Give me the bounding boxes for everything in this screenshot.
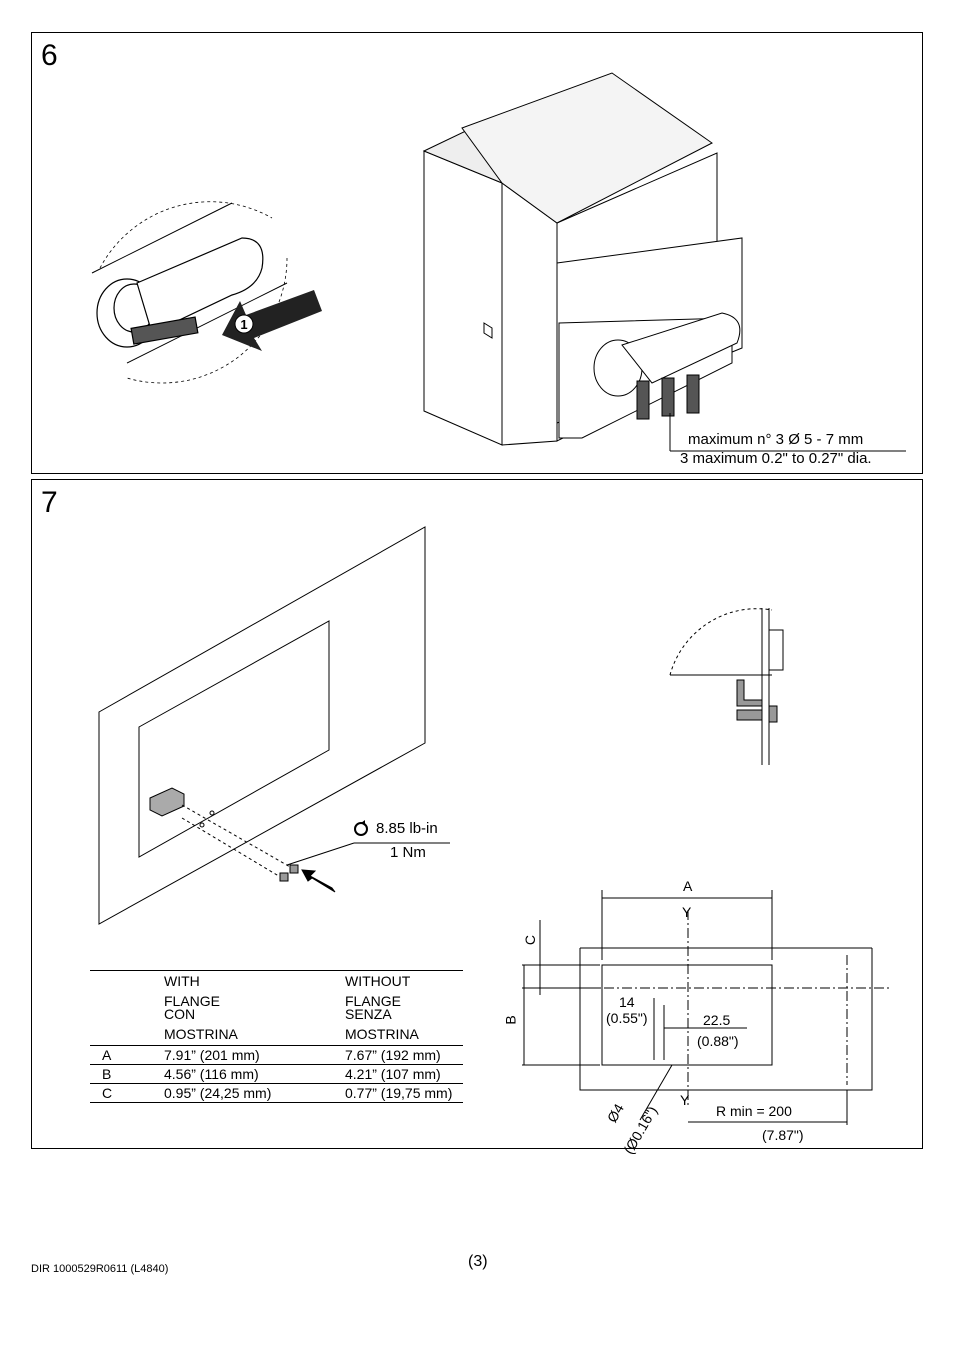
table-header-without: WITHOUT FLANGE SENZA MOSTRINA bbox=[345, 970, 463, 1046]
door-panel-drawing bbox=[98, 526, 426, 925]
dim-14-label: 14 bbox=[619, 994, 635, 1010]
dim-22-label: 22.5 bbox=[703, 1012, 731, 1028]
table-header-with: WITH FLANGE CON MOSTRINA bbox=[164, 970, 345, 1046]
torque-icon bbox=[354, 820, 368, 836]
cable-note-line1: maximum n° 3 Ø 5 - 7 mm bbox=[688, 431, 864, 448]
dim-22-in-label: (0.88") bbox=[697, 1033, 739, 1049]
torque-nm: 1 Nm bbox=[390, 844, 426, 861]
detail-circle bbox=[91, 201, 288, 384]
dim-r-label: R min = 200 bbox=[716, 1103, 792, 1119]
step-6-panel: 6 1 bbox=[31, 32, 923, 474]
dim-r-in-label: (7.87") bbox=[762, 1127, 804, 1143]
step-number: 6 bbox=[41, 39, 58, 72]
step-7-illustration bbox=[98, 526, 892, 1125]
axis-y-bottom: Y bbox=[680, 1092, 690, 1108]
step-number: 7 bbox=[41, 486, 58, 519]
dimensions-table: WITH FLANGE CON MOSTRINA WITHOUT FLANGE … bbox=[90, 970, 463, 1103]
side-view-detail bbox=[669, 608, 784, 765]
table-header-blank bbox=[90, 970, 164, 1046]
document-code: DIR 1000529R0611 (L4840) bbox=[31, 1263, 169, 1275]
cutout-dimension-drawing bbox=[522, 890, 892, 1125]
dim-14-in-label: (0.55") bbox=[606, 1010, 648, 1026]
handle-detail bbox=[96, 237, 264, 348]
torque-lbin: 8.85 lb-in bbox=[376, 820, 438, 837]
step-6-illustration: 1 bbox=[91, 72, 906, 452]
cable-note-line2: 3 maximum 0.2" to 0.27" dia. bbox=[680, 450, 872, 467]
circuit-breaker-drawing bbox=[422, 72, 743, 446]
page-number: (3) bbox=[468, 1253, 488, 1270]
step-7-panel: 7 bbox=[31, 479, 923, 1157]
table-row: A 7.91” (201 mm) 7.67” (192 mm) bbox=[90, 1045, 463, 1065]
table-row: B 4.56” (116 mm) 4.21” (107 mm) bbox=[90, 1064, 463, 1084]
axis-y-top: Y bbox=[682, 904, 692, 920]
dim-b-label: B bbox=[502, 1015, 519, 1025]
insert-arrow bbox=[222, 290, 322, 351]
table-row: C 0.95” (24,25 mm) 0.77” (19,75 mm) bbox=[90, 1083, 463, 1103]
callout-marker: 1 bbox=[240, 317, 247, 332]
dim-a-label: A bbox=[683, 878, 693, 894]
dim-c-label: C bbox=[522, 934, 539, 946]
